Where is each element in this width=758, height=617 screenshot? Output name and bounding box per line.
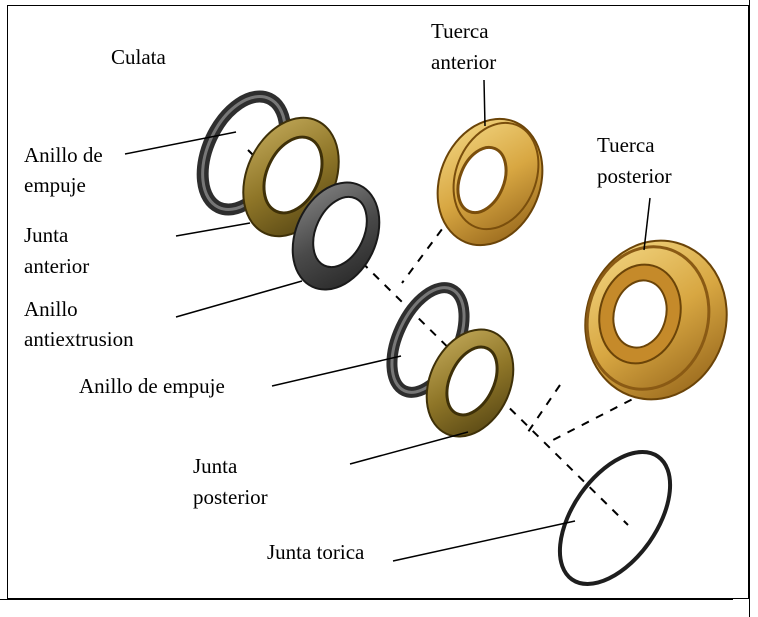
anti-extrusion-ring [291,181,381,291]
label-thrust-ring-front-line2: empuje [24,173,86,197]
label-anti-extrusion-line2: antiextrusion [24,327,134,351]
label-rear-gasket-line1: Junta [193,454,238,478]
front-nut [436,117,544,247]
label-rear-nut-line2: posterior [597,164,672,188]
label-culata: Culata [111,45,166,69]
frame-right-rule [749,0,750,617]
frame-bottom-rule [0,599,733,600]
rear-gasket [425,328,515,438]
label-thrust-ring-front-line1: Anillo de [24,143,103,167]
label-anti-extrusion-line1: Anillo [24,297,78,321]
o-ring [557,450,673,586]
label-front-gasket-line2: anterior [24,254,90,278]
label-front-nut-line1: Tuerca [431,19,489,43]
label-o-ring: Junta torica [267,540,365,564]
label-front-nut-line2: anterior [431,50,497,74]
label-thrust-ring-rear: Anillo de empuje [79,374,225,398]
label-rear-gasket-line2: posterior [193,485,268,509]
label-front-gasket-line1: Junta [24,223,69,247]
label-rear-nut-line1: Tuerca [597,133,655,157]
rear-nut [584,239,728,401]
leader-lines [124,79,651,562]
diagram-frame [7,5,749,599]
